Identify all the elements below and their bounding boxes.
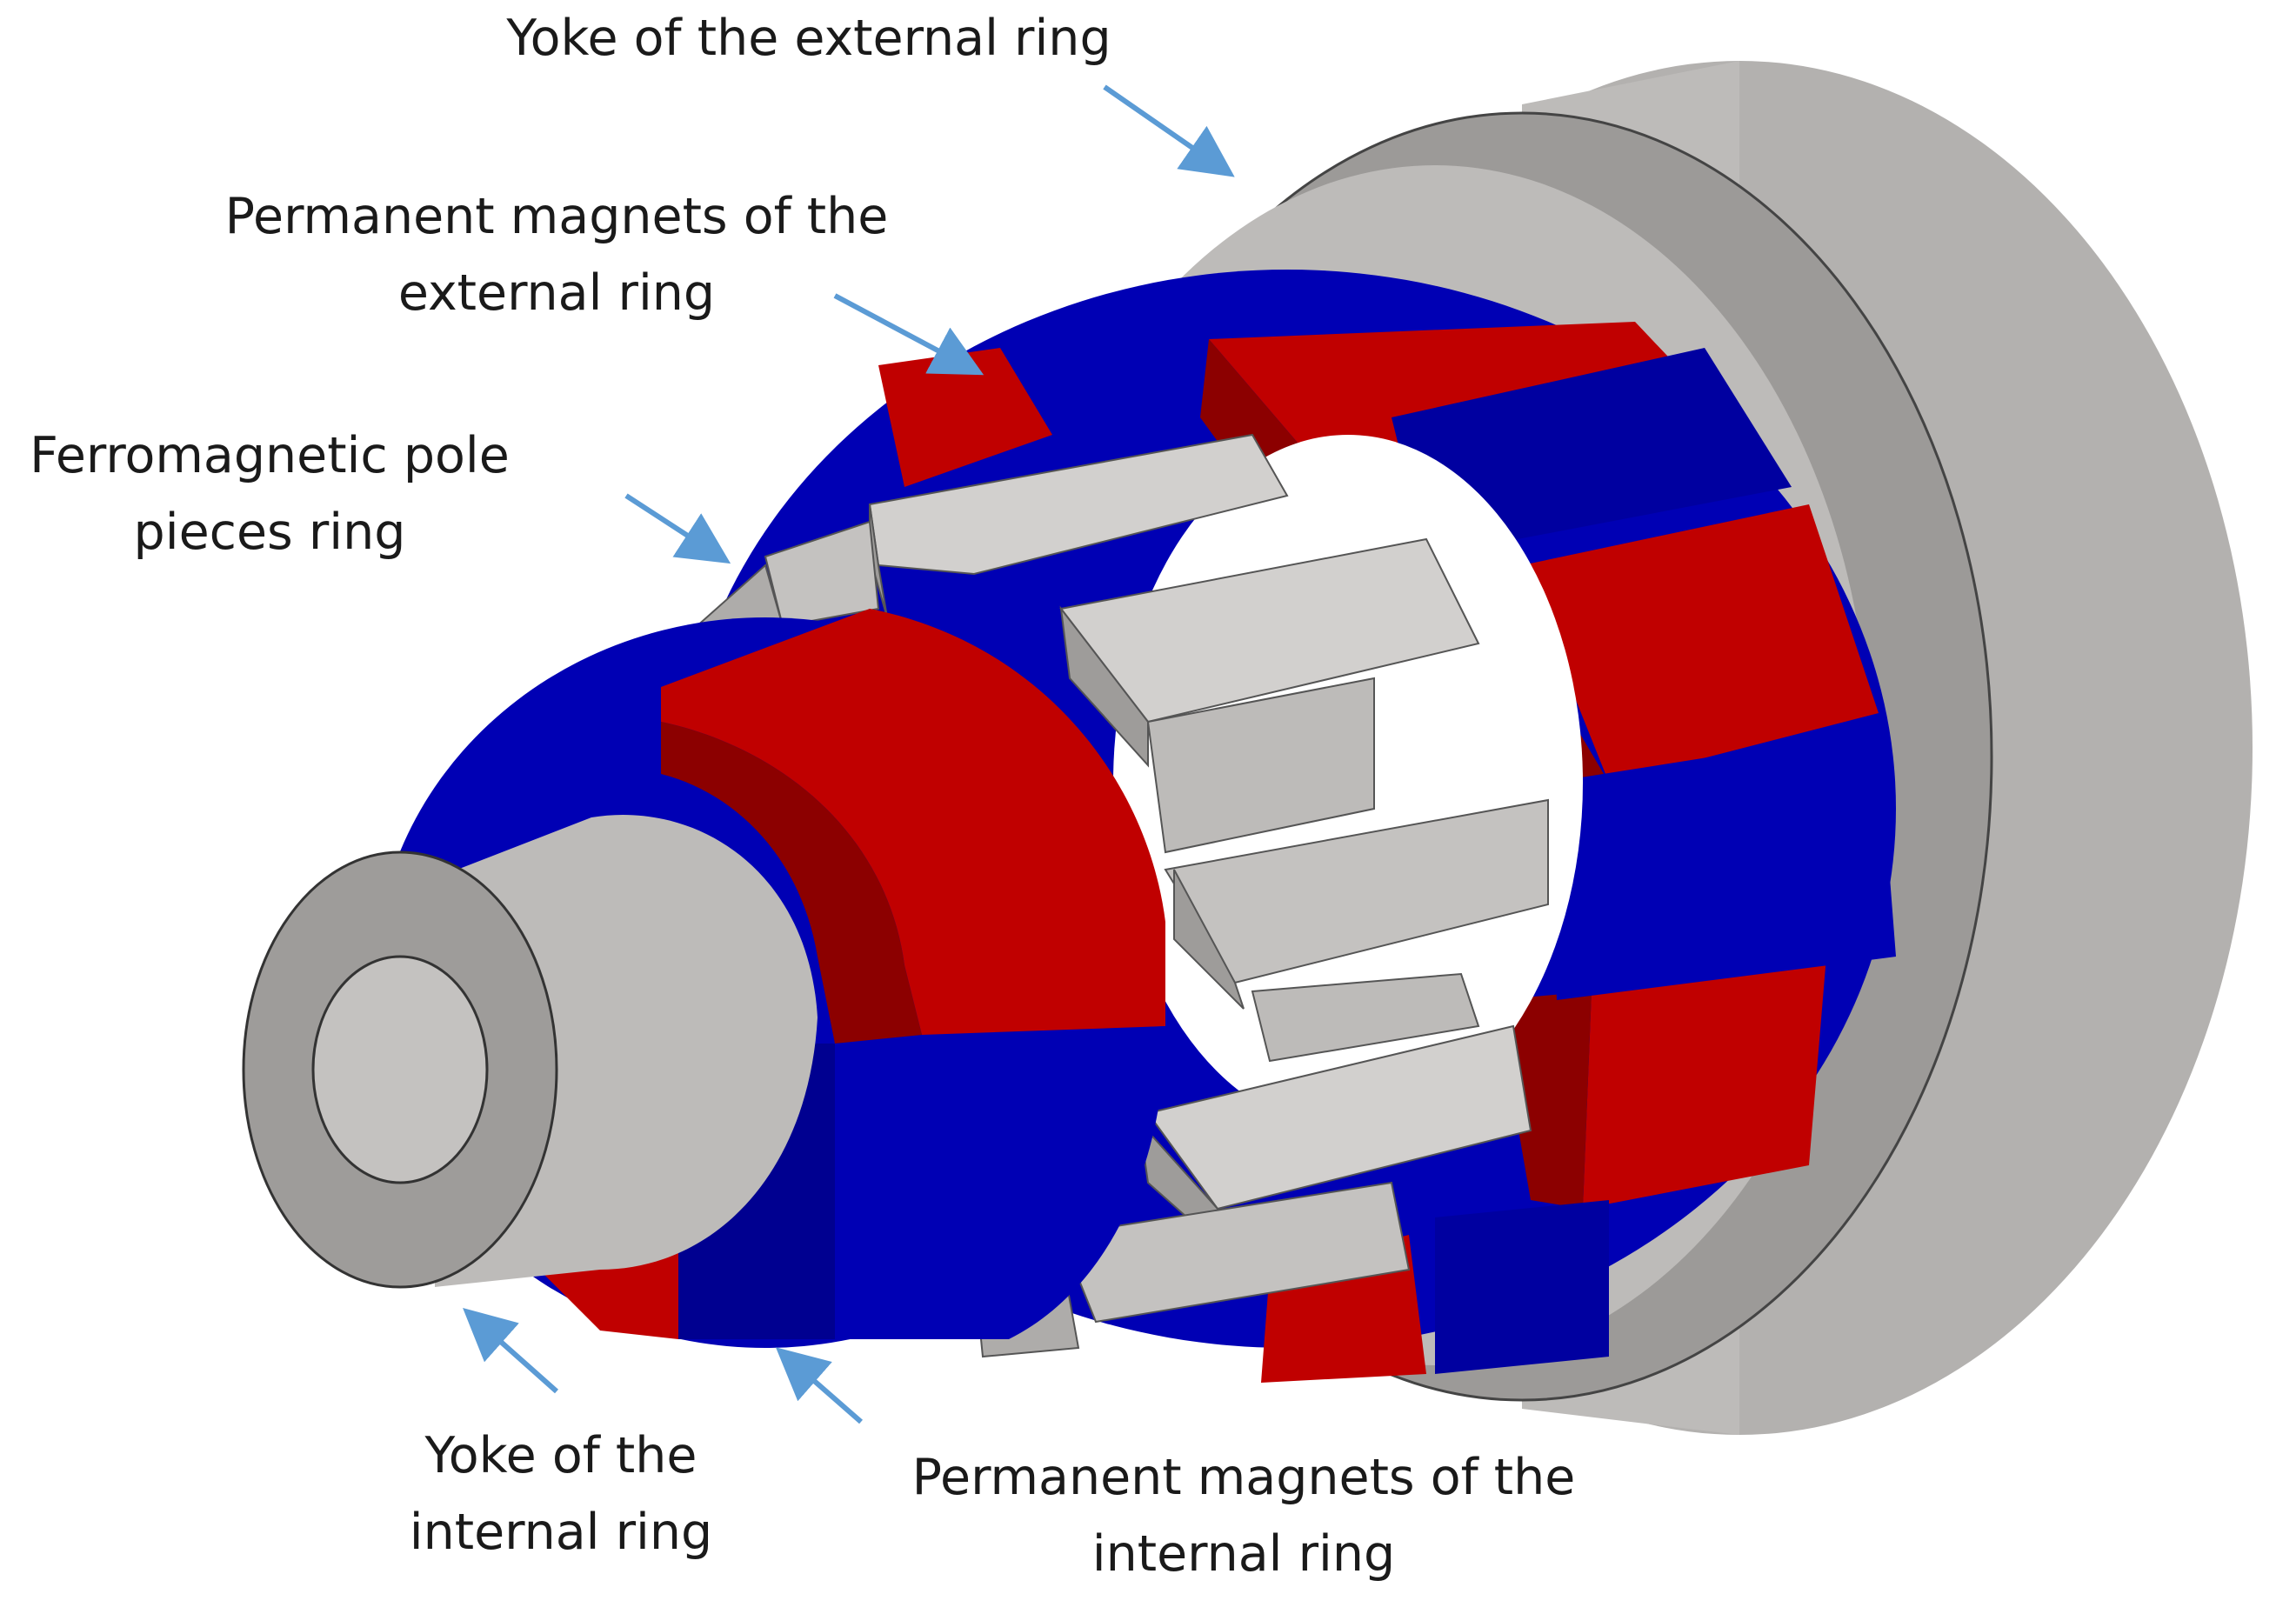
label-line: internal ring <box>1091 1525 1396 1583</box>
label-line: external ring <box>397 264 716 322</box>
internal-yoke-bore <box>311 955 489 1184</box>
internal-magnet-blue-segment <box>835 1026 1165 1339</box>
internal-yoke <box>242 814 818 1289</box>
internal-magnet-red-segment <box>661 609 1165 1035</box>
pole-piece <box>1251 972 1480 1063</box>
arrow-external-magnets <box>833 293 984 376</box>
label-line: Permanent magnets of the <box>911 1449 1576 1506</box>
annotation-arrows <box>463 84 1235 1424</box>
external-magnet-red-segment <box>878 348 1052 487</box>
label-line: internal ring <box>409 1504 713 1561</box>
label-yoke-external-ring: Yoke of the external ring <box>487 0 1131 77</box>
pole-piece <box>1146 1024 1532 1210</box>
pole-piece <box>1059 605 1149 768</box>
pole-piece <box>1059 1181 1411 1324</box>
pole-piece <box>1173 869 1245 1010</box>
external-magnet-red-segment <box>1583 957 1826 1209</box>
arrow-internal-magnets <box>775 1347 863 1424</box>
label-pm-external-ring: Permanent magnets of the external ring <box>191 178 922 331</box>
internal-magnet-red-segment <box>661 687 922 1044</box>
pole-piece <box>1146 677 1375 854</box>
label-line: Permanent magnets of the <box>224 188 889 245</box>
arrow-external-yoke <box>1103 84 1235 177</box>
label-pm-internal-ring: Permanent magnets of the internal ring <box>870 1439 1618 1592</box>
pole-pieces-ring <box>685 433 1549 1358</box>
external-magnet-red-segment <box>1522 504 1879 783</box>
label-line: Yoke of the <box>424 1427 697 1484</box>
external-magnet-blue-segment <box>1392 348 1792 557</box>
label-line: Ferromagnetic pole <box>30 427 510 484</box>
label-line: pieces ring <box>133 504 406 561</box>
external-magnet-blue-segment <box>1548 730 1896 1000</box>
external-magnet-red-segment <box>1496 991 1592 1209</box>
arrow-internal-yoke <box>463 1308 558 1394</box>
label-yoke-internal-ring: Yoke of the internal ring <box>348 1417 774 1571</box>
label-pole-pieces-ring: Ferromagnetic pole pieces ring <box>0 417 539 570</box>
external-magnet-blue-segment <box>1435 1200 1609 1374</box>
arrow-pole-pieces <box>624 493 731 564</box>
label-line: Yoke of the external ring <box>506 10 1111 67</box>
